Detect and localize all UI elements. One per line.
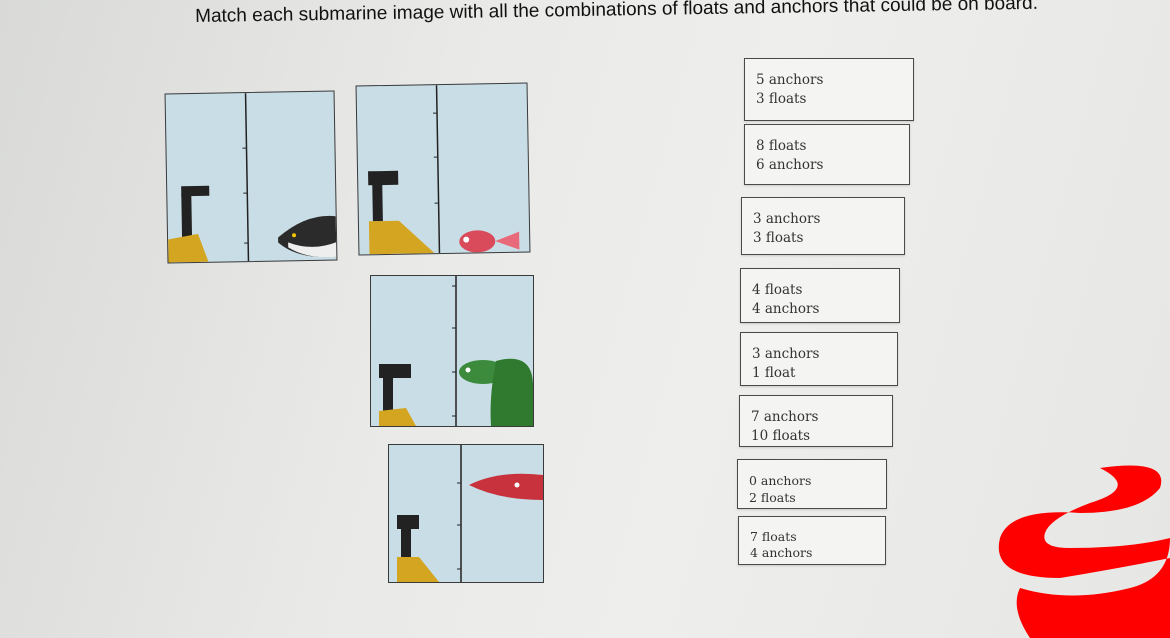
- answer-line-2: 3 floats: [753, 230, 804, 246]
- submarine-icon: [397, 557, 439, 582]
- redaction-scribble: [998, 465, 1170, 638]
- submarine-icon: [368, 220, 435, 255]
- answer-tile[interactable]: 5 anchors 3 floats: [744, 58, 914, 121]
- answer-line-1: 0 anchors: [749, 473, 812, 488]
- answer-line-2: 2 floats: [749, 490, 796, 505]
- answer-tile[interactable]: 3 anchors 1 float: [740, 332, 898, 386]
- answer-tile[interactable]: 7 floats 4 anchors: [738, 516, 886, 565]
- answer-tile[interactable]: 3 anchors 3 floats: [741, 197, 905, 255]
- periscope-icon: [181, 194, 193, 240]
- fish-scene: [368, 85, 520, 255]
- periscope-icon: [372, 181, 383, 222]
- penguin-scene: [168, 93, 337, 263]
- answer-line-1: 7 anchors: [751, 409, 819, 425]
- submarine-image-turtle[interactable]: [370, 275, 534, 427]
- answer-line-1: 4 floats: [752, 282, 803, 298]
- answer-line-2: 10 floats: [751, 428, 811, 444]
- answer-line-2: 1 float: [752, 365, 796, 381]
- turtle-scene: [379, 276, 533, 426]
- answer-line-1: 8 floats: [756, 138, 807, 154]
- answer-line-2: 6 anchors: [756, 157, 824, 173]
- answer-line-1: 3 anchors: [753, 211, 821, 227]
- submarine-icon: [379, 408, 416, 426]
- periscope-icon: [383, 371, 393, 411]
- answer-tile[interactable]: 0 anchors 2 floats: [737, 459, 887, 509]
- submarine-image-fish[interactable]: [355, 82, 531, 256]
- question-prompt: Match each submarine image with all the …: [195, 0, 1039, 27]
- submarine-image-squid[interactable]: [388, 444, 544, 583]
- answer-line-2: 4 anchors: [750, 545, 813, 560]
- answer-line-1: 7 floats: [750, 529, 797, 544]
- answer-line-1: 5 anchors: [756, 72, 824, 88]
- answer-tile[interactable]: 8 floats 6 anchors: [744, 124, 910, 185]
- squid-icon: [469, 473, 543, 500]
- squid-scene: [397, 445, 543, 582]
- answer-tile[interactable]: 7 anchors 10 floats: [739, 395, 893, 447]
- answer-line-2: 4 anchors: [752, 301, 820, 317]
- answer-line-2: 3 floats: [756, 91, 807, 107]
- submarine-image-penguin[interactable]: [164, 90, 338, 264]
- answer-tile[interactable]: 4 floats 4 anchors: [740, 268, 900, 323]
- answer-line-1: 3 anchors: [752, 346, 820, 362]
- periscope-icon: [401, 520, 411, 560]
- submarine-icon: [168, 233, 209, 263]
- fish-icon: [459, 230, 496, 253]
